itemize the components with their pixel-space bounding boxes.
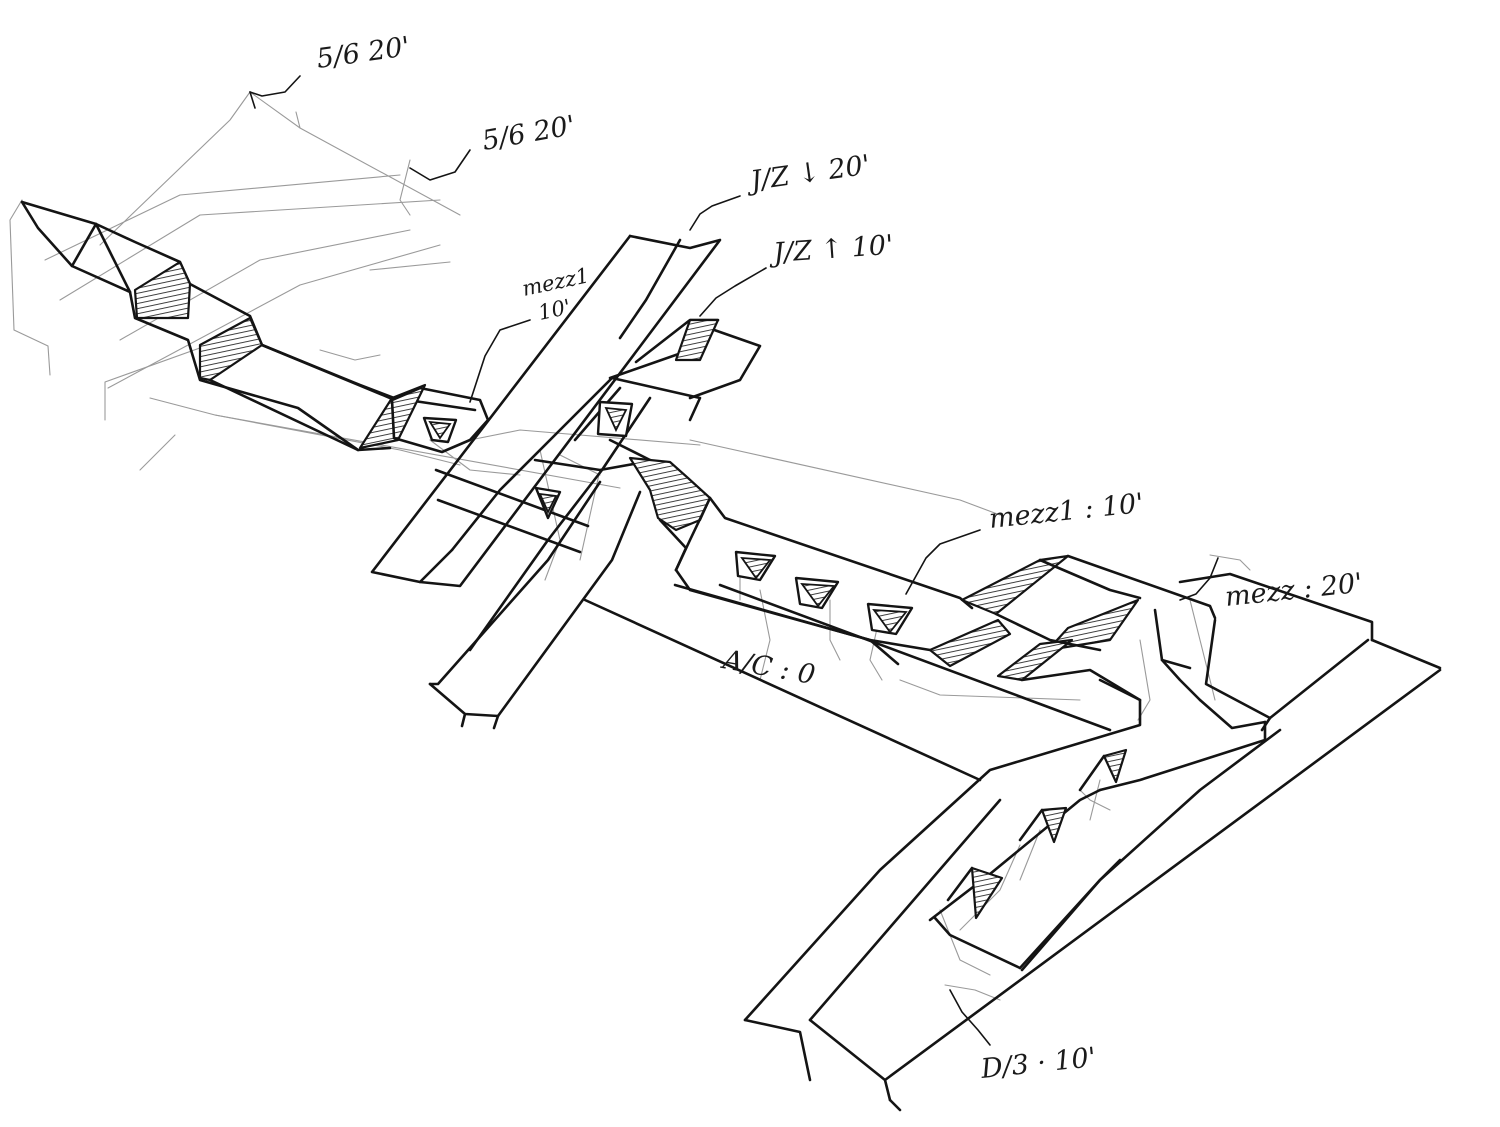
left-mezzanine-block	[390, 386, 490, 454]
label-jz-up: J/Z ↑ 10'	[767, 230, 894, 270]
d3-corridor	[743, 658, 1442, 1112]
line-56-corridor	[20, 200, 477, 452]
jz-crossing-corridor	[370, 234, 762, 730]
leader-lines	[249, 75, 1219, 1046]
label-mezz-middle: mezz1 : 10'	[987, 488, 1145, 535]
label-d3-level: D/3 · 10'	[978, 1042, 1097, 1085]
label-mezz-right: mezz : 20'	[1223, 568, 1364, 613]
label-jz-down: J/Z ↓ 20'	[744, 149, 872, 197]
construction-lines	[9, 91, 1251, 1001]
label-56-upper: 5/6 20'	[315, 31, 412, 75]
middle-mezzanine	[674, 496, 974, 652]
right-mezzanine	[928, 554, 1442, 732]
label-56-lower: 5/6 20'	[480, 110, 578, 157]
label-mezz-left-height: 10'	[536, 295, 573, 325]
label-mezz-left: mezz1	[520, 263, 591, 301]
